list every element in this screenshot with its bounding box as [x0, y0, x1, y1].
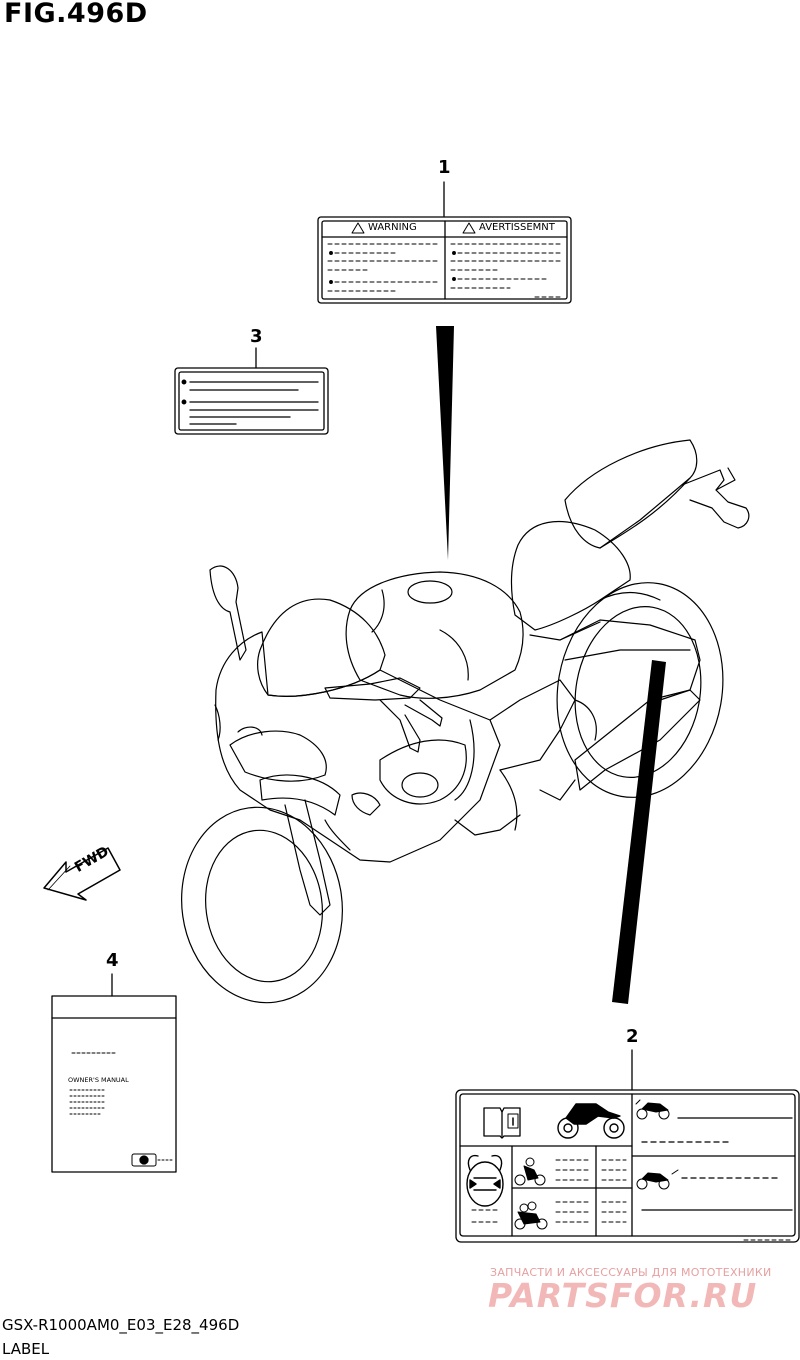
- callout-2: 2: [626, 1026, 639, 1047]
- motorcycle-outline: [181, 439, 750, 1004]
- label-3: [174, 367, 329, 435]
- small-motorcycle-icon: [635, 1099, 670, 1120]
- motorcycle-icon: [557, 1103, 625, 1139]
- label-1-warning-header: WARNING: [368, 222, 417, 233]
- pointer-wedge-2: [612, 660, 666, 1004]
- pointer-wedge-1: [436, 326, 454, 560]
- small-motorcycle-icon-2: [636, 1169, 679, 1190]
- callout-3: 3: [250, 326, 263, 347]
- watermark-logo: PARTSFOR.RU: [488, 1276, 758, 1315]
- label-2-pictograms: [455, 1089, 800, 1243]
- callout-4: 4: [106, 950, 119, 971]
- model-code: GSX-R1000AM0_E03_E28_496D: [2, 1316, 240, 1334]
- label-1-avertissement-header: AVERTISSEMNT: [479, 222, 555, 233]
- book-icon: [483, 1107, 521, 1139]
- label-1-warning: [317, 216, 572, 304]
- watermark-tagline: ЗАПЧАСТИ И АКСЕССУАРЫ ДЛЯ МОТОТЕХНИКИ: [490, 1266, 772, 1279]
- tire-pressure-icon: [466, 1154, 504, 1207]
- rider-passenger-icon: [514, 1201, 548, 1230]
- fwd-arrow-icon: [43, 847, 121, 901]
- owners-manual-title: OWNER'S MANUAL: [68, 1076, 129, 1084]
- owners-manual-booklet: [51, 995, 177, 1173]
- callout-1: 1: [438, 157, 451, 178]
- rider-icon: [514, 1157, 546, 1186]
- section-name: LABEL: [2, 1340, 50, 1358]
- figure-title: FIG.496D: [4, 0, 148, 29]
